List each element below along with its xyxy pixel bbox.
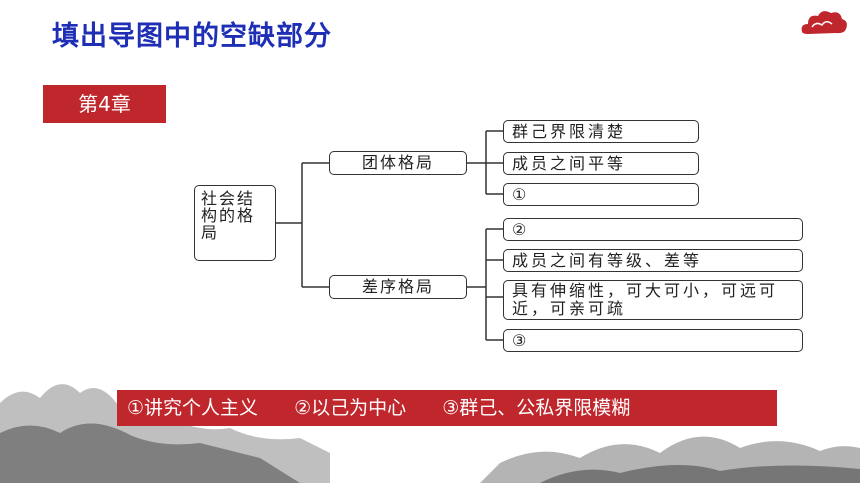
leaf-qunji-jiexian: 群己界限清楚: [503, 120, 699, 143]
leaf-blank-1: ①: [503, 183, 699, 206]
answer-banner: ①讲究个人主义 ②以己为中心 ③群己、公私界限模糊: [117, 390, 777, 426]
answer-1: ①讲究个人主义: [127, 397, 259, 419]
branch-tuanti-geju: 团体格局: [329, 151, 467, 175]
branch-chaxu-geju: 差序格局: [329, 275, 467, 299]
cloud-ornament-icon: [801, 11, 847, 34]
leaf-blank-3: ③: [503, 329, 803, 352]
leaf-chengyuan-pingdeng: 成员之间平等: [503, 152, 699, 175]
leaf-blank-2: ②: [503, 218, 803, 241]
leaf-dengji-chadeng: 成员之间有等级、差等: [503, 249, 803, 272]
chapter-badge: 第4章: [43, 85, 166, 123]
leaf-shensuoxing: 具有伸缩性，可大可小，可远可近，可亲可疏: [503, 280, 803, 320]
ink-mountain-landscape: [0, 384, 860, 483]
answer-2: ②以己为中心: [294, 397, 407, 419]
page-title: 填出导图中的空缺部分: [52, 21, 332, 52]
root-node: 社会结构的格局: [194, 185, 276, 261]
answer-3: ③群己、公私界限模糊: [442, 397, 631, 419]
